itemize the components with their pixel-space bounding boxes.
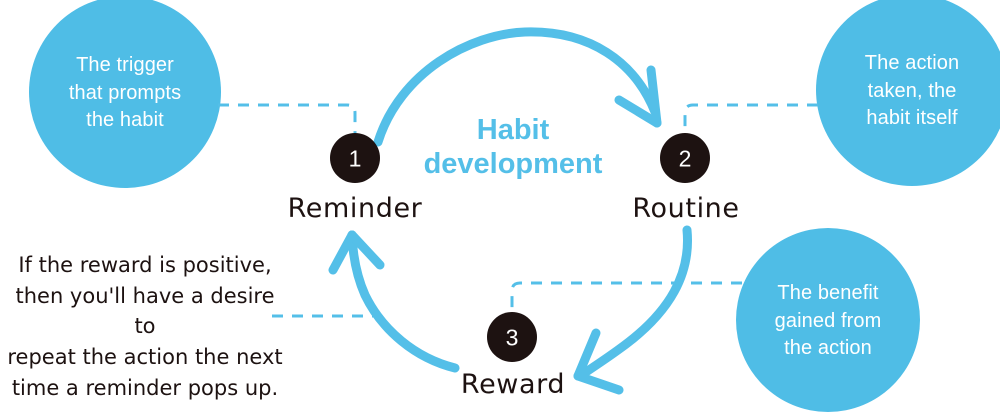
center-title: Habit development (423, 114, 603, 180)
reward-bubble-circle (736, 228, 920, 412)
node-circle-1 (330, 133, 380, 183)
dashed-connector-routine (683, 103, 818, 133)
node-circle-2 (660, 133, 710, 183)
routine-bubble-circle (816, 0, 1000, 186)
node-label-reminder: Reminder (287, 193, 423, 224)
node-label-routine: Routine (632, 193, 740, 224)
dashed-connector-reminder (218, 103, 357, 133)
arrow-routine-to-reward (573, 225, 693, 395)
arrow-reward-to-reminder (328, 230, 460, 373)
reminder-bubble-circle (29, 0, 221, 188)
node-label-reward: Reward (460, 369, 566, 400)
dashed-connector-reward (510, 281, 742, 312)
note-paragraph: If the reward is positive, then you'll h… (7, 253, 283, 400)
node-circle-3 (487, 312, 537, 362)
arrow-reminder-to-routine (373, 27, 662, 147)
